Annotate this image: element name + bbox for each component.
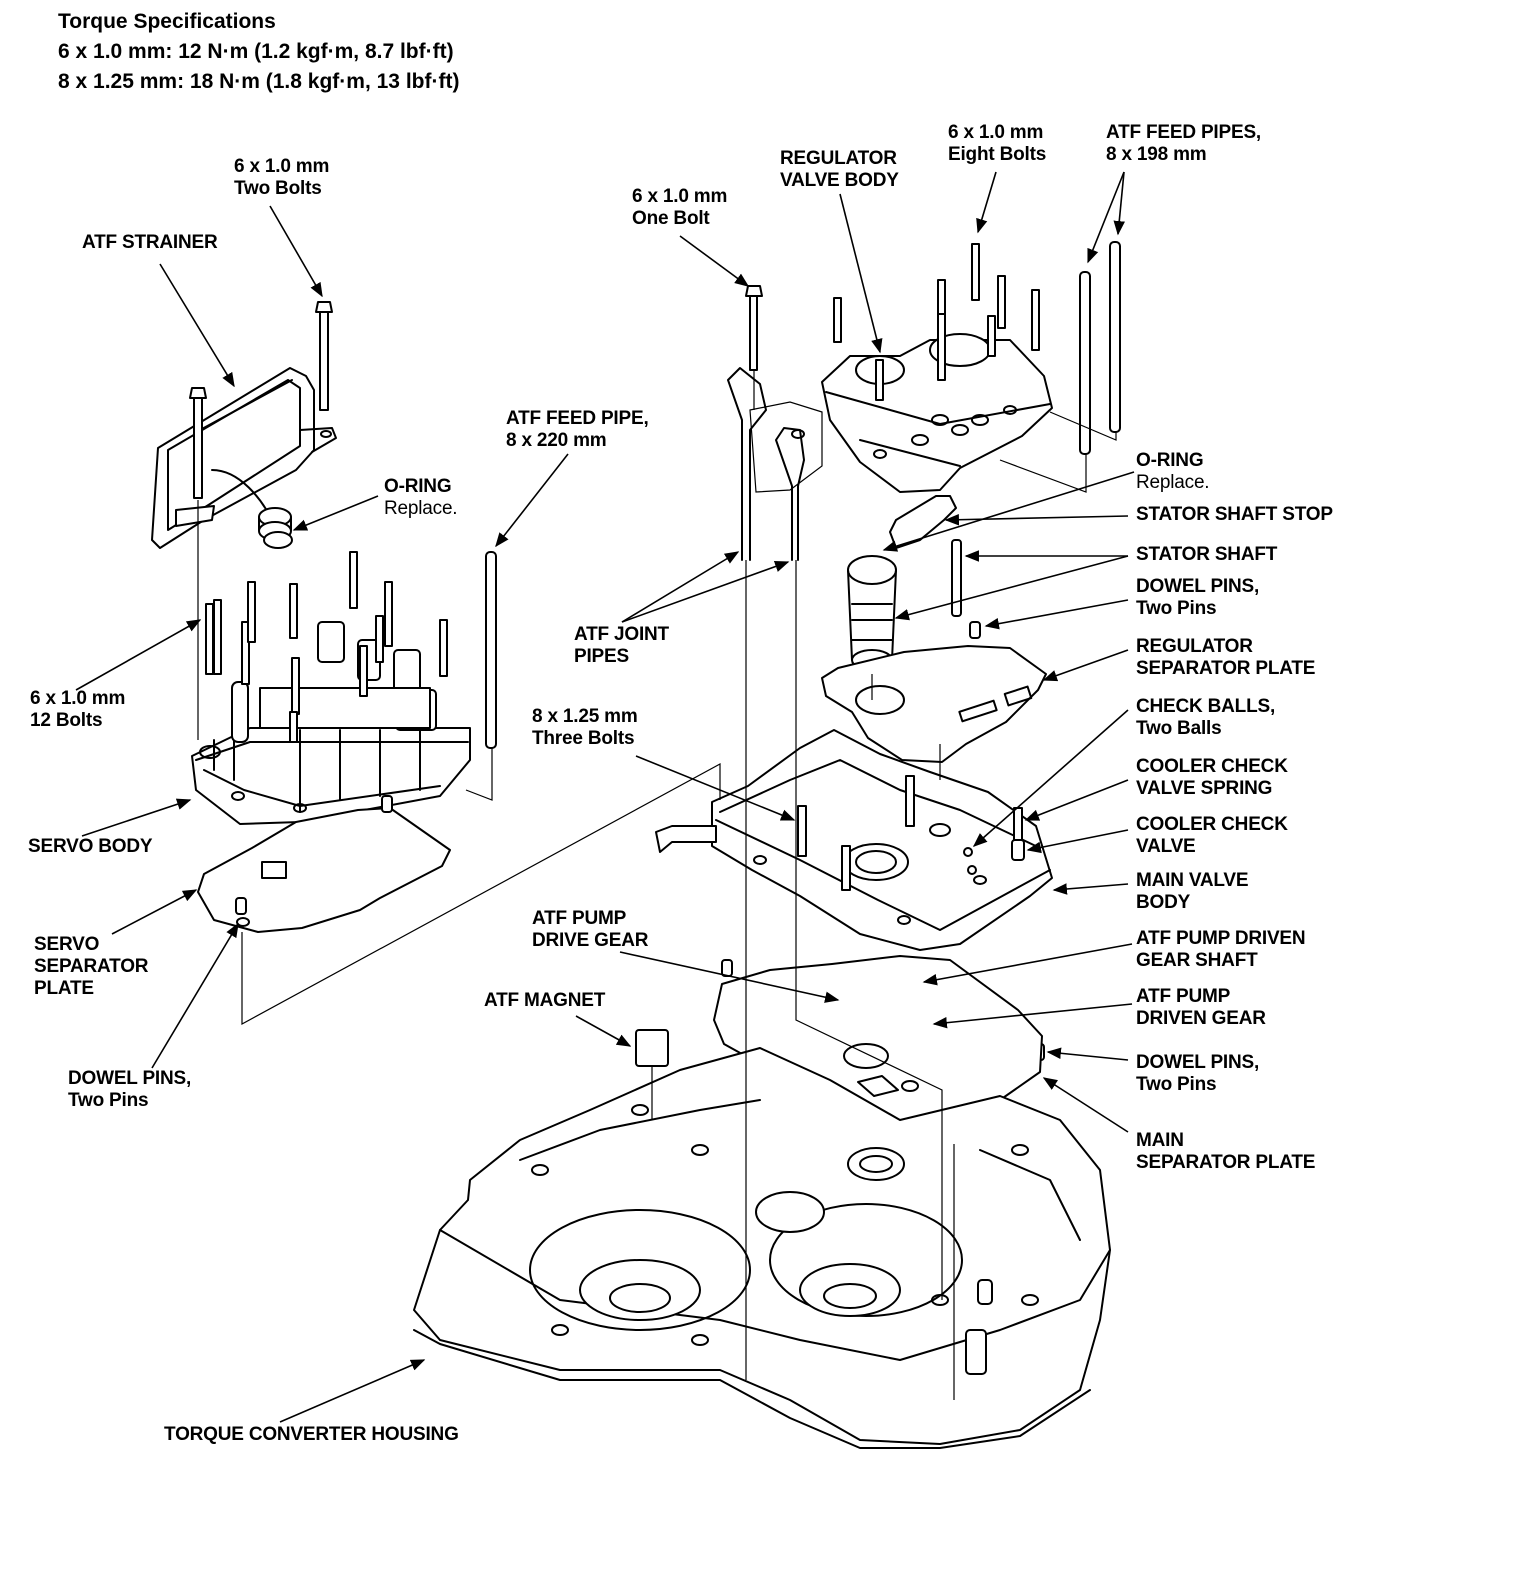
check-ball-2 [967, 865, 977, 875]
torque-converter-housing-part [413, 1047, 1111, 1449]
label-three-bolts: 8 x 1.25 mm Three Bolts [532, 706, 638, 749]
atf-feed-pipe-198-1 [1079, 271, 1091, 455]
leader-main-valve-body [1052, 883, 1129, 895]
check-ball-1 [963, 847, 973, 857]
leader-stator-shaft-stop [944, 513, 1129, 526]
atf-joint-pipes-part [727, 285, 805, 561]
atf-strainer-part [151, 367, 337, 549]
align-line-regulator-box [749, 401, 823, 493]
align-line-feedpipe-220 [465, 748, 493, 801]
label-atf-feed-pipe-220: ATF FEED PIPE, 8 x 220 mm [506, 408, 649, 451]
leader-regulator-valve-body [839, 193, 883, 354]
label-atf-pump-drive-gear: ATF PUMP DRIVE GEAR [532, 908, 649, 951]
leader-servo-body [81, 798, 192, 837]
label-cooler-check-valve-spring: COOLER CHECK VALVE SPRING [1136, 756, 1288, 799]
regulator-bolts-part [833, 243, 1040, 401]
align-line-feed-pipes-198 [999, 411, 1117, 493]
label-dowel-pins-left: DOWEL PINS, Two Pins [68, 1068, 192, 1111]
leader-atf-pump-drive-gear [619, 951, 840, 1003]
align-line-joint-pipe-2 [795, 560, 943, 1300]
torque-spec-line-2: 8 x 1.25 mm: 18 N·m (1.8 kgf·m, 13 lbf·f… [58, 70, 460, 93]
label-atf-pump-driven-gear-shaft: ATF PUMP DRIVEN GEAR SHAFT [1136, 928, 1306, 971]
leader-stator-shaft-2 [894, 555, 1129, 621]
label-one-bolt: 6 x 1.0 mm One Bolt [632, 186, 728, 229]
stator-shaft-stop-part [889, 495, 957, 549]
leader-atf-pump-driven-gear-shaft [922, 943, 1133, 986]
main-valve-bolts-part [797, 775, 915, 891]
leader-feed-pipe-220 [495, 453, 569, 548]
label-stator-shaft-stop: STATOR SHAFT STOP [1136, 504, 1333, 525]
leader-eight-bolts [976, 171, 997, 234]
stator-shaft-part [847, 555, 897, 671]
leader-dowel-pins-left [151, 922, 239, 1069]
label-cooler-check-valve: COOLER CHECK VALVE [1136, 814, 1288, 857]
torque-spec-line-1: 6 x 1.0 mm: 12 N·m (1.2 kgf·m, 8.7 lbf·f… [58, 40, 454, 63]
leader-dowel-pins-lower [1046, 1047, 1129, 1061]
label-atf-pump-driven-gear: ATF PUMP DRIVEN GEAR [1136, 986, 1266, 1029]
dowel-pin-left-1 [235, 897, 247, 915]
label-servo-body: SERVO BODY [28, 836, 153, 857]
atf-feed-pipe-220-part [485, 551, 497, 749]
servo-bolts-part [205, 551, 448, 743]
servo-separator-plate-part [197, 807, 451, 933]
dowel-pin-left-2 [381, 795, 393, 813]
dowel-pin-upper-1 [969, 621, 981, 639]
align-line-servo-plate [241, 762, 721, 1026]
leader-atf-magnet [575, 1015, 632, 1047]
label-o-ring-left: O-RING Replace. [384, 476, 458, 519]
label-check-balls: CHECK BALLS, Two Balls [1136, 696, 1276, 739]
leader-dowel-pins-upper [984, 599, 1129, 630]
leader-atf-joint-pipes-2 [621, 560, 790, 623]
leader-feed-pipes-198-a [1087, 171, 1125, 264]
label-main-separator-plate: MAIN SEPARATOR PLATE [1136, 1130, 1316, 1173]
leader-o-ring-left [292, 495, 379, 531]
leader-one-bolt [679, 235, 750, 287]
label-two-bolts: 6 x 1.0 mm Two Bolts [234, 156, 330, 199]
label-servo-separator-plate: SERVO SEPARATOR PLATE [34, 934, 149, 999]
o-ring-left-part [263, 531, 293, 549]
leader-torque-converter-housing [279, 1359, 426, 1423]
label-dowel-pins-lower: DOWEL PINS, Two Pins [1136, 1052, 1260, 1095]
atf-magnet-part [635, 1029, 669, 1067]
leader-cooler-check-valve-spring [1024, 779, 1129, 821]
servo-body-part [191, 621, 471, 825]
atf-feed-pipe-198-2 [1109, 241, 1121, 433]
leader-feed-pipes-198-b [1113, 171, 1125, 236]
cooler-check-valve-part [1011, 839, 1025, 861]
leader-regulator-separator-plate [1042, 649, 1129, 682]
main-valve-body-part [655, 729, 1053, 951]
leader-check-balls [972, 709, 1129, 847]
cooler-check-valve-spring-part [1013, 807, 1023, 843]
regulator-separator-plate-part [821, 645, 1047, 763]
label-atf-joint-pipes: ATF JOINT PIPES [574, 624, 669, 667]
leader-twelve-bolts [75, 619, 202, 691]
label-twelve-bolts: 6 x 1.0 mm 12 Bolts [30, 688, 126, 731]
label-regulator-valve-body: REGULATOR VALVE BODY [780, 148, 899, 191]
leader-servo-separator-plate [111, 889, 198, 935]
torque-spec-title: Torque Specifications [58, 10, 276, 33]
label-atf-magnet: ATF MAGNET [484, 990, 606, 1011]
label-stator-shaft: STATOR SHAFT [1136, 544, 1278, 565]
label-regulator-separator-plate: REGULATOR SEPARATOR PLATE [1136, 636, 1316, 679]
dowel-pin-lower-2 [721, 959, 733, 977]
label-o-ring-right: O-RING Replace. [1136, 450, 1210, 493]
strainer-bolts-part [189, 301, 333, 499]
leader-cooler-check-valve [1026, 829, 1129, 854]
label-atf-strainer: ATF STRAINER [82, 232, 218, 253]
label-eight-bolts: 6 x 1.0 mm Eight Bolts [948, 122, 1047, 165]
leader-atf-strainer [159, 263, 235, 388]
leader-main-separator-plate [1042, 1077, 1129, 1133]
label-main-valve-body: MAIN VALVE BODY [1136, 870, 1249, 913]
stator-dowel-pin-part [951, 539, 962, 617]
label-torque-converter-housing: TORQUE CONVERTER HOUSING [164, 1424, 459, 1445]
leader-three-bolts [635, 755, 796, 821]
leader-atf-joint-pipes-1 [621, 551, 740, 623]
label-atf-feed-pipes-198: ATF FEED PIPES, 8 x 198 mm [1106, 122, 1262, 165]
label-dowel-pins-upper: DOWEL PINS, Two Pins [1136, 576, 1260, 619]
leader-o-ring-right [882, 471, 1135, 552]
leader-two-bolts [269, 205, 323, 298]
leader-atf-pump-driven-gear [932, 1003, 1133, 1029]
